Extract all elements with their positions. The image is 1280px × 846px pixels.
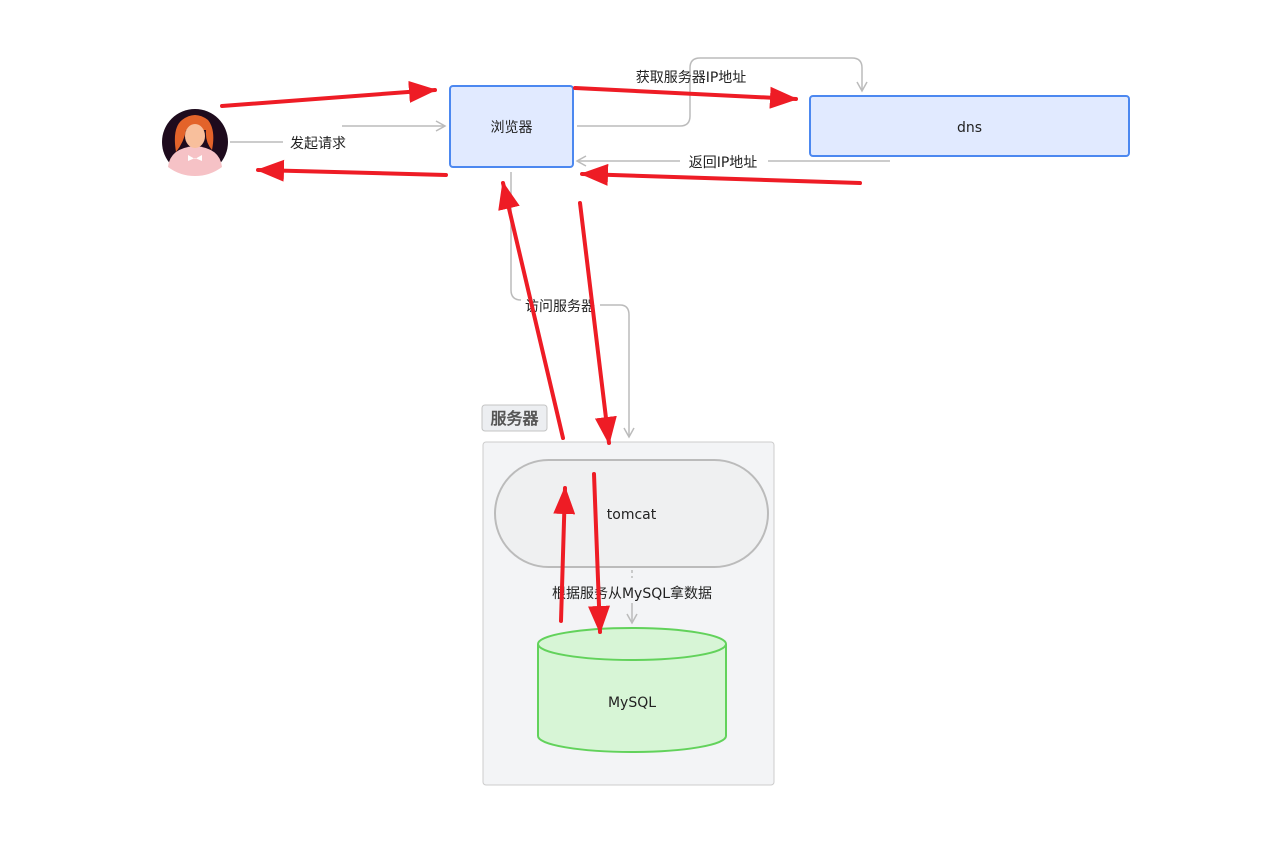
dns-node[interactable]: dns: [810, 96, 1129, 156]
dns-node-label: dns: [957, 120, 982, 136]
user-avatar-icon: [162, 109, 228, 176]
browser-node[interactable]: 浏览器: [450, 86, 573, 167]
server-group-label: 服务器: [482, 405, 547, 431]
annotation-arrow-browser-to-user: [258, 170, 446, 175]
tomcat-node-label: tomcat: [607, 507, 657, 523]
tomcat-node[interactable]: tomcat: [495, 460, 768, 567]
edge-label-fetch-data: 根据服务从MySQL拿数据: [552, 585, 712, 602]
edge-label-request: 发起请求: [290, 136, 346, 152]
mysql-node-label: MySQL: [608, 695, 656, 711]
edge-label-return-ip: 返回IP地址: [689, 155, 758, 171]
browser-node-label: 浏览器: [491, 120, 533, 136]
server-group-title: 服务器: [490, 409, 539, 428]
annotation-arrow-browser-to-dns: [575, 88, 796, 99]
edge-label-get-ip: 获取服务器IP地址: [636, 70, 747, 86]
annotation-arrow-dns-to-browser: [582, 174, 860, 183]
annotation-arrow-user-to-browser: [222, 90, 435, 106]
mysql-node[interactable]: MySQL: [538, 628, 726, 752]
annotation-arrow-browser-to-server: [580, 203, 609, 443]
